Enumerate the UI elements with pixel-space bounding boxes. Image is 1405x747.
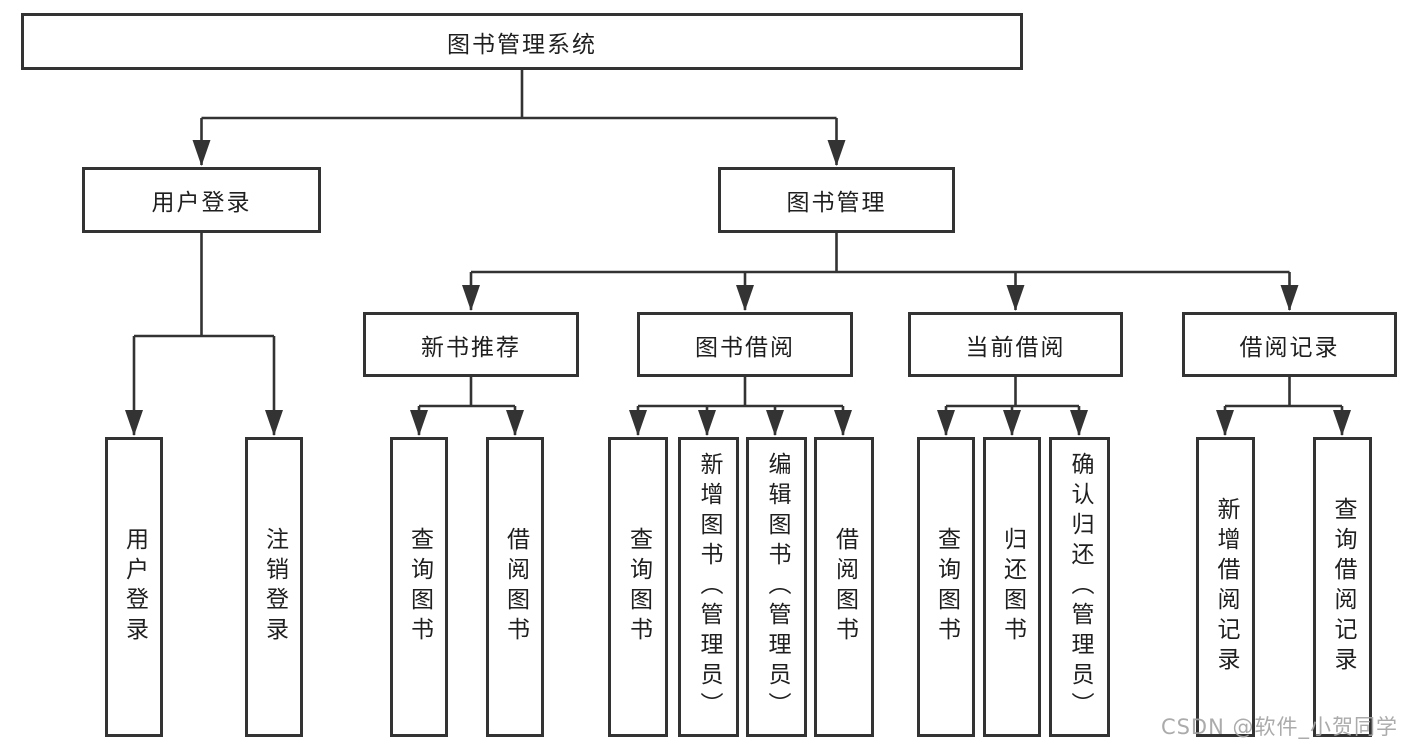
leaf-edit-book-admin: 编辑图书（管理员） xyxy=(746,437,807,737)
leaf-user-login: 用户登录 xyxy=(105,437,163,737)
leaf-logout: 注销登录 xyxy=(245,437,303,737)
leaf-borrow-books: 借阅图书 xyxy=(814,437,874,737)
node-user-login: 用户登录 xyxy=(82,167,321,233)
node-book-borrowing: 图书借阅 xyxy=(637,312,853,377)
node-book-management: 图书管理 xyxy=(718,167,955,233)
leaf-confirm-return-admin: 确认归还（管理员） xyxy=(1049,437,1110,737)
leaf-return-book: 归还图书 xyxy=(983,437,1041,737)
node-borrowing-records: 借阅记录 xyxy=(1182,312,1397,377)
leaf-query-borrow-record: 查询借阅记录 xyxy=(1313,437,1372,737)
leaf-query-books-recommend: 查询图书 xyxy=(390,437,448,737)
leaf-query-books-borrowing: 查询图书 xyxy=(608,437,668,737)
node-current-borrowing: 当前借阅 xyxy=(908,312,1123,377)
node-root-system: 图书管理系统 xyxy=(21,13,1023,70)
node-new-book-recommend: 新书推荐 xyxy=(363,312,579,377)
leaf-borrow-books-recommend: 借阅图书 xyxy=(486,437,544,737)
watermark: CSDN @软件_小贺同学 xyxy=(1160,715,1398,739)
leaf-add-borrow-record: 新增借阅记录 xyxy=(1196,437,1255,737)
leaf-add-book-admin: 新增图书（管理员） xyxy=(678,437,739,737)
leaf-query-books-current: 查询图书 xyxy=(917,437,975,737)
